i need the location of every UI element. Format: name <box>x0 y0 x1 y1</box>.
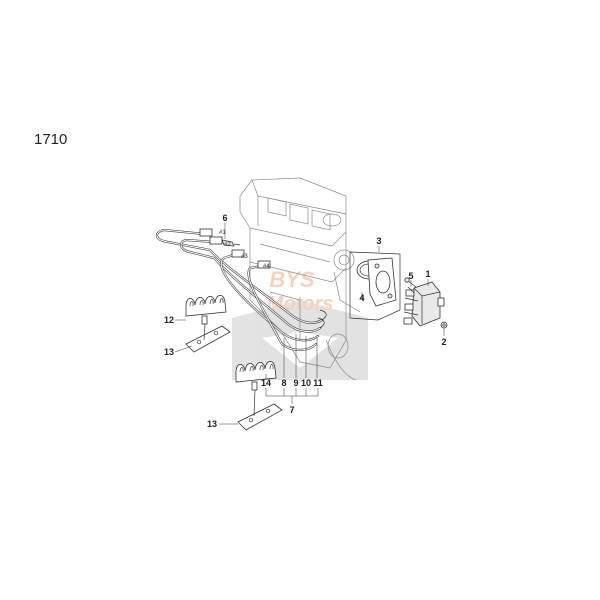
plug-boot-1 <box>199 228 213 237</box>
callout-2: 2 <box>441 337 446 347</box>
housing-outline-frame <box>349 251 401 321</box>
watermark-text-line1: BYS <box>269 267 315 292</box>
spark-plug-wire-set <box>155 228 327 352</box>
plug-boot-4 <box>257 260 271 269</box>
callout-14: 14 <box>261 378 271 388</box>
callout-7: 7 <box>289 405 294 415</box>
callout-9: 9 <box>293 378 298 388</box>
plug-boot-2 <box>209 236 223 245</box>
wire-tag-1: #1 <box>219 230 226 236</box>
nut <box>440 321 448 329</box>
wire-tag-4: #4 <box>263 264 270 270</box>
wire-tag-2: #2 <box>224 242 231 248</box>
wire-tag-3: #3 <box>241 254 248 260</box>
diagram-page-code: 1710 <box>34 131 68 148</box>
callout-1: 1 <box>425 269 430 279</box>
ignition-coil <box>411 281 441 327</box>
callout-10: 10 <box>301 378 311 388</box>
ignition-housing-group <box>349 251 401 321</box>
wire-bracket-upper <box>185 323 231 353</box>
engine-block-drawing <box>239 177 361 381</box>
ignition-coil-group <box>403 277 448 329</box>
plug-boot-3 <box>231 249 245 258</box>
callout-leader-lines <box>174 223 445 425</box>
wire-clip-upper <box>185 294 227 325</box>
callout-8: 8 <box>281 378 286 388</box>
bolt <box>407 280 417 288</box>
callout-6: 6 <box>222 213 227 223</box>
wire-bracket-lower <box>237 389 283 431</box>
spark-plug <box>221 239 235 247</box>
callout-4: 4 <box>359 293 364 303</box>
callout-11: 11 <box>313 378 323 388</box>
callout-13-lower: 13 <box>207 419 217 429</box>
callout-5: 5 <box>408 271 413 281</box>
callout-12: 12 <box>164 315 174 325</box>
callout-3: 3 <box>376 236 381 246</box>
callout-13-upper: 13 <box>164 347 174 357</box>
